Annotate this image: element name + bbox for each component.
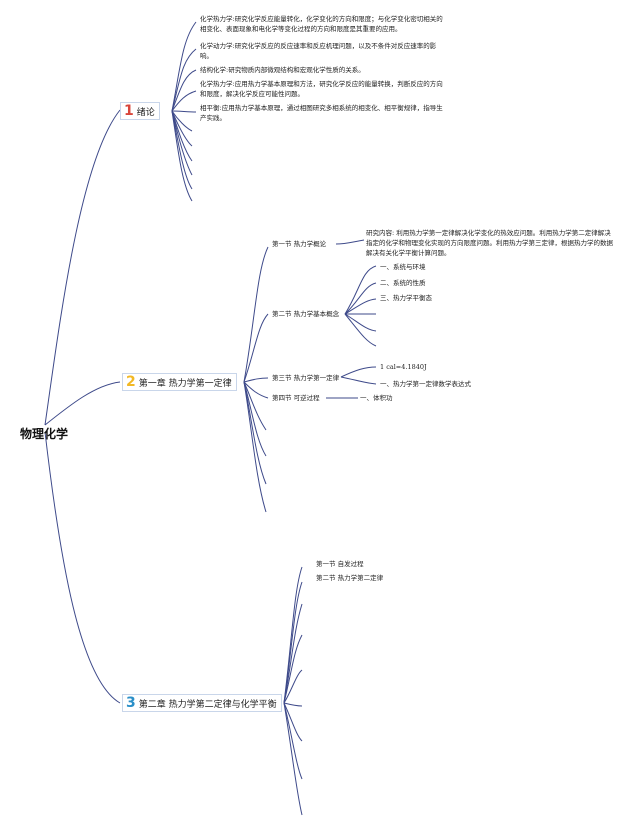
connector-b3-6: [283, 702, 303, 742]
branch-title: 第一章 热力学第一定律: [138, 378, 232, 389]
connector-s2-2: [344, 298, 377, 315]
section-item: 三、热力学平衡态: [380, 294, 432, 302]
connector-b1-1: [171, 48, 197, 112]
connector-b1-4: [171, 110, 197, 113]
connector-root-branch-2: [44, 381, 121, 426]
connector-b3-8: [283, 702, 303, 816]
branch-number: 1: [124, 103, 134, 119]
branch-1-note: 化学动力学:研究化学反应的反应速率和反应机理问题，以及不条件对反应速率的影响。: [200, 42, 437, 60]
connector-b2-7: [243, 381, 267, 513]
root-topic[interactable]: 物理化学: [20, 427, 69, 441]
connector-s2-1: [344, 282, 377, 315]
connector-root-branch-1: [44, 109, 121, 426]
connector-b3-4: [283, 669, 303, 704]
section-node[interactable]: 第一节 自发过程: [316, 560, 364, 568]
branch-1-note: 化学热力学:研究化学反应能量转化，化学变化的方向和限度；与化学变化密切相关的相变…: [200, 15, 443, 33]
connector-b1-5: [171, 110, 193, 132]
connector-b1-2: [171, 69, 197, 112]
connector-b2-4: [243, 381, 267, 431]
section-item: 二、系统的性质: [380, 279, 426, 287]
connector-s2-0: [344, 265, 377, 315]
branch-title: 第二章 热力学第二定律与化学平衡: [138, 699, 277, 710]
section-detail: 研究内容: 利用热力学第一定律解决化学变化的热效应问题。利用热力学第二定律解决指…: [366, 229, 613, 257]
connector-b2-0: [243, 246, 269, 383]
connector-s2-5: [344, 313, 377, 347]
connector-b1-10: [171, 110, 193, 202]
branch-number: 2: [126, 374, 136, 390]
connector-b1-3: [171, 90, 197, 112]
connector-root-branch-3: [44, 431, 121, 704]
connector-s1-detail: [335, 239, 365, 245]
section-node[interactable]: 第二节 热力学第二定律: [316, 574, 384, 582]
connector-s2-4: [344, 313, 377, 332]
connector-b2-1: [243, 313, 269, 383]
section-item: 一、体积功: [360, 394, 393, 402]
connector-b3-3: [283, 634, 303, 704]
branch-title: 绪论: [136, 107, 155, 118]
branch-number: 3: [126, 695, 136, 711]
branch-3-node[interactable]: 3 第二章 热力学第二定律与化学平衡: [122, 694, 282, 712]
branch-1-node[interactable]: 1 绪论: [120, 102, 160, 120]
section-node[interactable]: 第三节 热力学第一定律: [272, 374, 340, 382]
section-item: 一、热力学第一定律数学表达式: [380, 380, 471, 388]
section-node[interactable]: 第一节 热力学概论: [272, 240, 327, 248]
branch-2-node[interactable]: 2 第一章 热力学第一定律: [122, 373, 237, 391]
section-node[interactable]: 第四节 可逆过程: [272, 394, 320, 402]
connector-b2-6: [243, 381, 267, 485]
connector-b2-3: [243, 381, 269, 399]
connector-b3-1: [283, 581, 303, 704]
branch-1-note: 化学热力学:应用热力学基本原理和方法，研究化学反应的能量转换，判断反应的方向和限…: [200, 80, 443, 98]
connector-b1-0: [171, 21, 197, 112]
connector-b2-5: [243, 381, 267, 457]
connector-b3-7: [283, 702, 303, 780]
connector-s3-1: [340, 376, 377, 385]
section-item: 一、系统与环境: [380, 263, 426, 271]
connector-b2-2: [243, 377, 269, 383]
connector-b3-2: [283, 603, 303, 704]
branch-1-note: 相平衡:应用热力学基本原理，通过相图研究多相系统的相变化、相平衡规律，指导生产实…: [200, 104, 443, 122]
branch-1-note: 结构化学:研究物质内部微观结构和宏观化学性质的关系。: [200, 66, 365, 74]
section-node[interactable]: 第二节 热力学基本概念: [272, 310, 340, 318]
section-item: 1 cal=4.1840J: [380, 363, 427, 371]
connector-b3-5: [283, 702, 303, 707]
connector-s3-0: [340, 366, 377, 378]
